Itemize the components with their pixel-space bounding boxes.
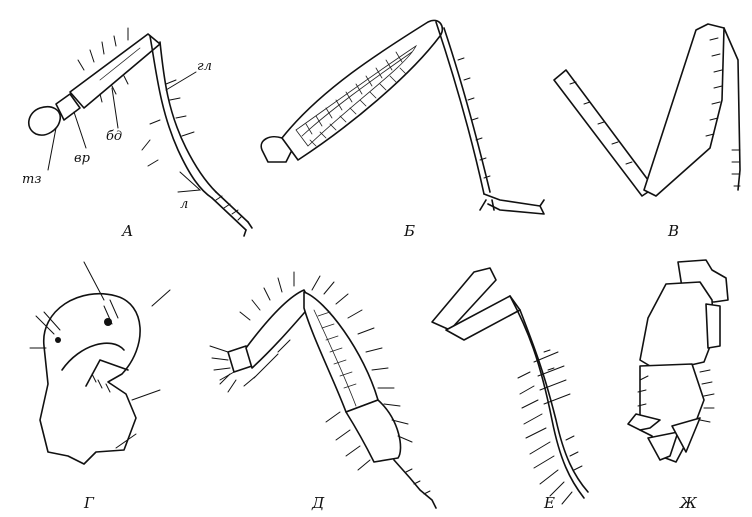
- label-tibia: гл: [197, 59, 212, 74]
- label-coxa: тз: [22, 172, 41, 187]
- figure-letter-v: В: [667, 222, 679, 240]
- figure-letter-d: Д: [311, 494, 325, 512]
- label-trochanter: вр: [74, 151, 91, 166]
- leg-b-jumping: Б: [261, 20, 544, 240]
- leg-g: Г: [30, 262, 170, 512]
- label-femur: бд: [106, 129, 122, 144]
- label-tarsus: л: [180, 197, 188, 212]
- figure-letter-e: Е: [543, 494, 555, 512]
- figure-letter-g: Г: [83, 494, 95, 512]
- leg-a-walking: тз вр бд гл л А: [22, 28, 252, 240]
- leg-d-swimming: Д: [210, 272, 436, 512]
- leg-e: Е: [432, 268, 588, 512]
- figure-letter-b: Б: [403, 222, 415, 240]
- leg-v-grasping: В: [554, 24, 740, 240]
- leg-zh-digging: Ж: [628, 260, 728, 512]
- figure-letter-a: А: [121, 222, 133, 240]
- figure-letter-zh: Ж: [679, 494, 698, 512]
